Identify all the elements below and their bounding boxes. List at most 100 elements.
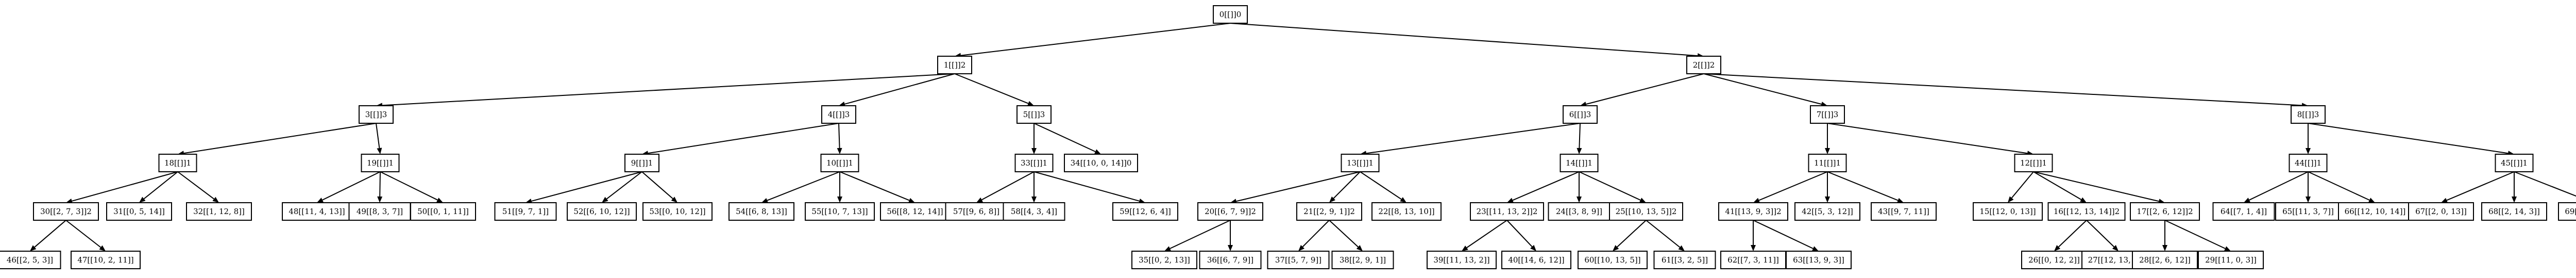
tree-node-box <box>186 202 252 221</box>
arrowhead-icon <box>1031 197 1037 203</box>
tree-node-box <box>106 202 172 221</box>
tree-edge-16-27 <box>2086 220 2115 248</box>
tree-node-label: 11[[]]1 <box>1814 158 1841 168</box>
tree-edge-14-23 <box>1512 171 1580 201</box>
tree-node-62: 62[[7, 3, 11]] <box>1720 251 1786 269</box>
tree-node-box <box>71 251 141 269</box>
tree-node-2: 2[[]]2 <box>1686 56 1721 74</box>
tree-node-box <box>1501 251 1571 269</box>
tree-node-61: 61[[3, 2, 5]] <box>1653 251 1716 269</box>
tree-edge-44-66 <box>2308 171 2370 201</box>
tree-edge-1-3 <box>382 73 955 106</box>
tree-edge-4-9 <box>648 123 839 154</box>
tree-node-box <box>1371 202 1442 221</box>
arrowhead-icon <box>1639 198 1646 203</box>
tree-node-box <box>1427 251 1497 269</box>
tree-edge-11-43 <box>1827 171 1899 201</box>
tree-node-label: 65[[11, 3, 7]] <box>2282 207 2334 216</box>
tree-edge-1-4 <box>844 73 955 105</box>
tree-edge-25-60 <box>1617 220 1647 248</box>
tree-node-label: 20[[6, 7, 9]]2 <box>1205 207 1256 216</box>
tree-node-53: 53[[0, 10, 12]] <box>642 202 713 221</box>
arrowhead-icon <box>2306 148 2311 154</box>
tree-node-box <box>348 202 411 221</box>
arrowhead-icon <box>1753 198 1760 203</box>
tree-node-68: 68[[2, 14, 3]] <box>2481 202 2547 221</box>
tree-node-49: 49[[8, 3, 7]] <box>348 202 411 221</box>
arrowhead-icon <box>2162 245 2167 251</box>
arrowhead-icon <box>317 198 324 203</box>
tree-node-35: 35[[0, 2, 13]] <box>1131 251 1197 269</box>
tree-node-box <box>2481 202 2547 221</box>
tree-node-57: 57[[9, 6, 8]] <box>945 202 1008 221</box>
tree-node-box <box>2132 251 2198 269</box>
tree-node-37: 37[[5, 7, 9]] <box>1267 251 1330 269</box>
tree-edge-18-32 <box>177 171 214 200</box>
tree-edge-41-63 <box>1753 220 1814 249</box>
tree-node-label: 59[[12, 6, 4]] <box>1120 207 1171 216</box>
tree-node-label: 12[[]]1 <box>2020 158 2047 168</box>
tree-edge-0-1 <box>960 23 1231 56</box>
tree-node-5: 5[[]]3 <box>1016 105 1052 124</box>
tree-node-0: 0[[]]0 <box>1213 5 1248 24</box>
arrowhead-icon <box>1462 246 1468 251</box>
tree-edge-14-25 <box>1579 171 1641 201</box>
tree-node-label: 56[[8, 12, 14]] <box>887 207 943 216</box>
tree-node-box <box>642 202 713 221</box>
arrowhead-icon <box>1530 244 1536 251</box>
tree-node-box <box>33 202 99 221</box>
tree-node-7: 7[[]]3 <box>1810 105 1845 124</box>
arrowhead-icon <box>436 198 443 203</box>
tree-node-56: 56[[8, 12, 14]] <box>880 202 950 221</box>
tree-node-box <box>1786 251 1852 269</box>
tree-node-box <box>1341 154 1380 172</box>
tree-edge-9-52 <box>606 171 642 200</box>
tree-edge-21-37 <box>1302 220 1330 248</box>
tree-node-51: 51[[9, 7, 1]] <box>494 202 557 221</box>
arrowhead-icon <box>2512 197 2517 203</box>
tree-node-50: 50[[0, 1, 11]] <box>410 202 476 221</box>
tree-node-box <box>1718 202 1788 221</box>
arrowhead-icon <box>2306 197 2311 203</box>
tree-edge-19-50 <box>380 171 438 201</box>
tree-edge-10-54 <box>767 171 840 201</box>
tree-node-63: 63[[13, 9, 3]] <box>1786 251 1852 269</box>
tree-node-28: 28[[2, 6, 12]] <box>2132 251 2198 269</box>
arrowhead-icon <box>1298 244 1305 251</box>
tree-node-64: 64[[7, 1, 4]] <box>2212 202 2275 221</box>
tree-node-label: 62[[7, 3, 11]] <box>1727 255 1779 265</box>
tree-node-label: 0[[]]0 <box>1219 10 1242 19</box>
tree-node-label: 37[[5, 7, 9]] <box>1275 255 1321 265</box>
tree-node-66: 66[[12, 10, 14]] <box>2338 202 2412 221</box>
tree-node-label: 3[[]]3 <box>365 110 387 119</box>
tree-node-label: 63[[13, 9, 3]] <box>1793 255 1844 265</box>
tree-node-label: 10[[]]1 <box>826 158 853 168</box>
arrowhead-icon <box>1825 148 1830 154</box>
arrowhead-icon <box>99 245 106 251</box>
tree-node-box <box>2212 202 2275 221</box>
tree-node-label: 7[[]]3 <box>1817 110 1839 119</box>
tree-node-box <box>1199 251 1262 269</box>
tree-edge-0-2 <box>1230 23 1698 57</box>
tree-node-label: 64[[7, 1, 4]] <box>2221 207 2267 216</box>
tree-node-55: 55[[10, 7, 13]] <box>805 202 875 221</box>
tree-node-box <box>1112 202 1178 221</box>
tree-node-54: 54[[6, 8, 13]] <box>728 202 794 221</box>
tree-node-label: 16[[12, 13, 14]]2 <box>2054 207 2120 216</box>
tree-node-22: 22[[8, 13, 10]] <box>1371 202 1442 221</box>
arrowhead-icon <box>1577 148 1582 154</box>
tree-node-69: 69[[10, 9, 13]] <box>2558 202 2576 221</box>
tree-edge-30-47 <box>65 220 101 248</box>
tree-node-26: 26[[0, 12, 2]] <box>2021 251 2087 269</box>
tree-node-10: 10[[]]1 <box>820 154 859 172</box>
tree-node-label: 49[[8, 3, 7]] <box>357 207 403 216</box>
tree-node-45: 45[[]]1 <box>2495 154 2534 172</box>
tree-node-48: 48[[11, 4, 13]] <box>282 202 352 221</box>
tree-edge-16-26 <box>2058 220 2087 248</box>
tree-edge-9-51 <box>531 171 642 202</box>
tree-node-36: 36[[6, 7, 9]] <box>1199 251 1262 269</box>
tree-node-13: 13[[]]1 <box>1341 154 1380 172</box>
tree-node-label: 33[[]]1 <box>1021 158 1047 168</box>
arrowhead-icon <box>1400 197 1406 203</box>
